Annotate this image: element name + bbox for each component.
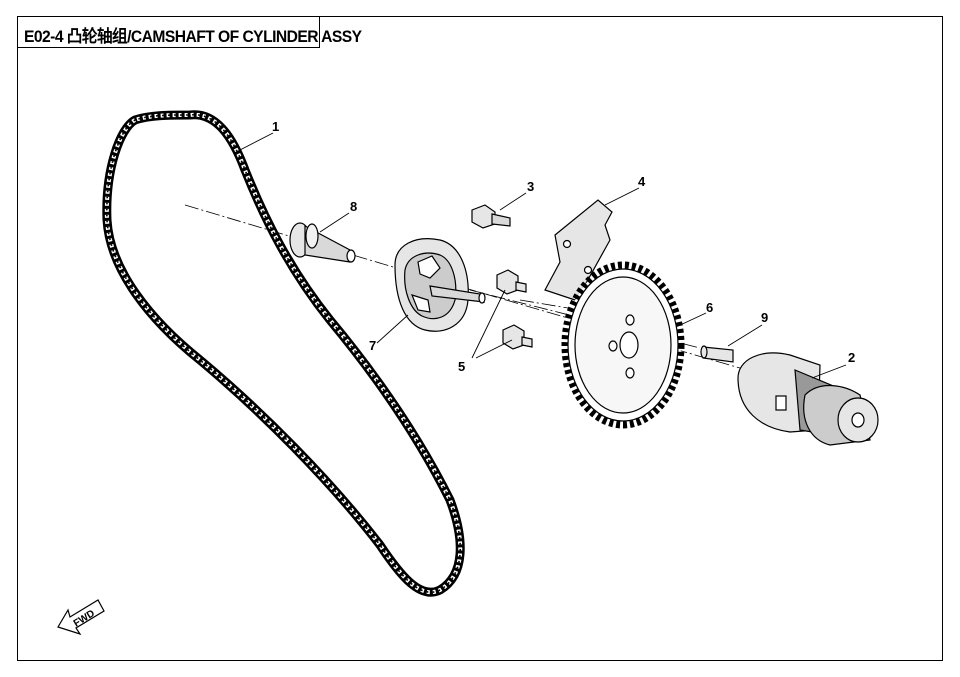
bolt-3 bbox=[471, 204, 511, 229]
pin-9 bbox=[700, 345, 734, 363]
callout-7: 7 bbox=[369, 338, 376, 353]
callout-3: 3 bbox=[527, 179, 534, 194]
callout-5: 5 bbox=[458, 359, 465, 374]
pins-5 bbox=[496, 269, 533, 350]
bolt-8 bbox=[289, 222, 356, 263]
title-box: E02-4 凸轮轴组/CAMSHAFT OF CYLINDER ASSY bbox=[17, 16, 362, 48]
callout-4: 4 bbox=[638, 174, 646, 189]
camshaft-2 bbox=[737, 352, 879, 446]
page-title: E02-4 凸轮轴组/CAMSHAFT OF CYLINDER ASSY bbox=[24, 27, 362, 46]
decompressor-7 bbox=[394, 238, 486, 332]
callout-1: 1 bbox=[272, 119, 279, 134]
callouts: 1 2 3 4 5 6 7 8 9 bbox=[272, 119, 855, 374]
callout-6: 6 bbox=[706, 300, 713, 315]
drawing-frame bbox=[17, 16, 943, 661]
lock-plate-4 bbox=[544, 199, 613, 301]
leader-lines bbox=[239, 132, 847, 379]
cam-sprocket-6 bbox=[561, 261, 685, 429]
callout-2: 2 bbox=[848, 350, 855, 365]
callout-9: 9 bbox=[761, 310, 768, 325]
fwd-arrow-icon: FWD bbox=[57, 599, 105, 636]
cam-chain bbox=[102, 110, 465, 597]
callout-8: 8 bbox=[350, 199, 357, 214]
